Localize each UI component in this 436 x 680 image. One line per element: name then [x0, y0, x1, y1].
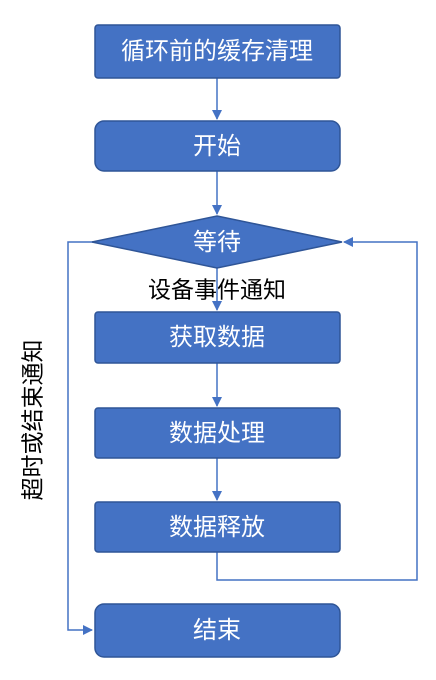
node-release-label: 数据释放 [169, 513, 265, 541]
node-release [94, 501, 341, 553]
node-wait-label: 等待 [193, 228, 241, 256]
node-cache-clean-label: 循环前的缓存清理 [121, 37, 313, 65]
node-start [94, 120, 341, 172]
edge-wait-to-end [67, 241, 94, 635]
node-fetch-label: 获取数据 [169, 323, 265, 351]
nodes: 循环前的缓存清理 开始 等待 获取数据 数据处理 数据释放 结束 [91, 24, 343, 658]
node-wait-decision [91, 215, 343, 269]
edges [67, 78, 418, 635]
node-end [94, 603, 341, 658]
node-start-label: 开始 [193, 132, 241, 160]
edge-release-loop-back [216, 237, 418, 581]
edge-label-timeout-or-end: 超时或结束通知 [21, 340, 47, 501]
edge-label-device-event: 设备事件通知 [148, 278, 286, 304]
node-end-label: 结束 [193, 616, 241, 644]
node-cache-clean [94, 24, 341, 79]
node-fetch [94, 311, 341, 364]
node-process-label: 数据处理 [169, 419, 265, 447]
node-process [94, 407, 341, 459]
